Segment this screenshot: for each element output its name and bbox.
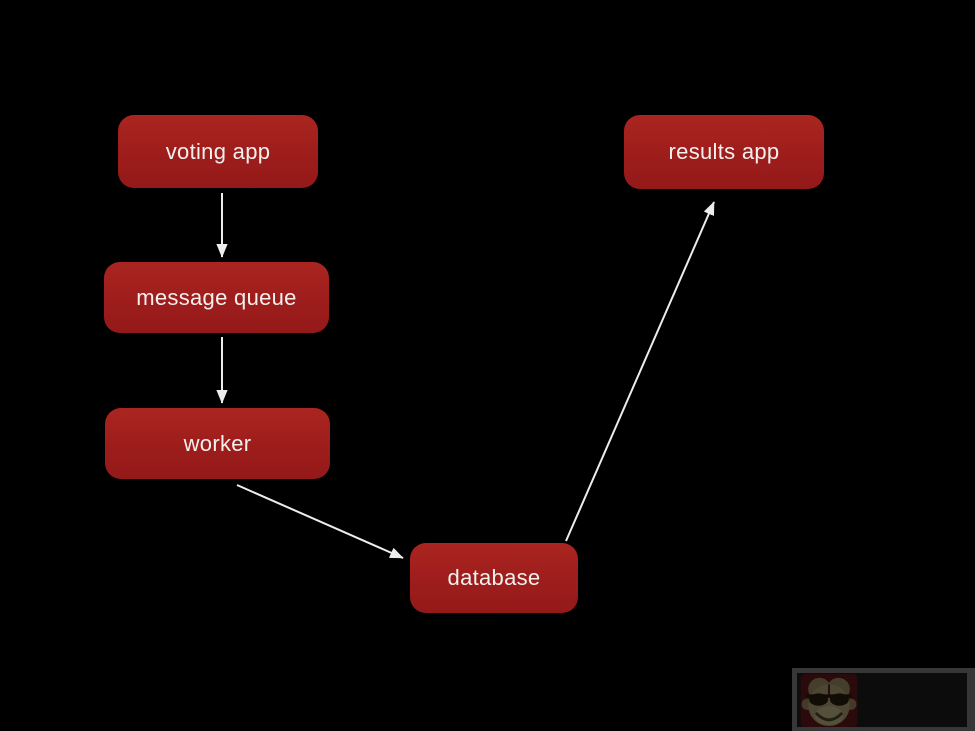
node-database-label: database <box>447 565 541 590</box>
node-voting-app-label: voting app <box>165 138 271 164</box>
node-database: database <box>410 543 578 613</box>
node-worker: worker <box>105 408 330 479</box>
edge-worker-to-database <box>236 484 403 559</box>
monkey-with-sunglasses-icon <box>800 674 858 727</box>
node-voting-app: voting app <box>118 115 318 188</box>
node-message-queue-label: message queue <box>136 284 297 310</box>
badge-text-area <box>858 673 967 727</box>
node-results-app-label: results app <box>668 139 780 164</box>
node-worker-label: worker <box>183 430 252 456</box>
edge-database-to-results-app <box>565 202 715 542</box>
watermark-badge <box>792 668 975 731</box>
node-results-app: results app <box>624 115 824 189</box>
node-message-queue: message queue <box>104 262 329 333</box>
